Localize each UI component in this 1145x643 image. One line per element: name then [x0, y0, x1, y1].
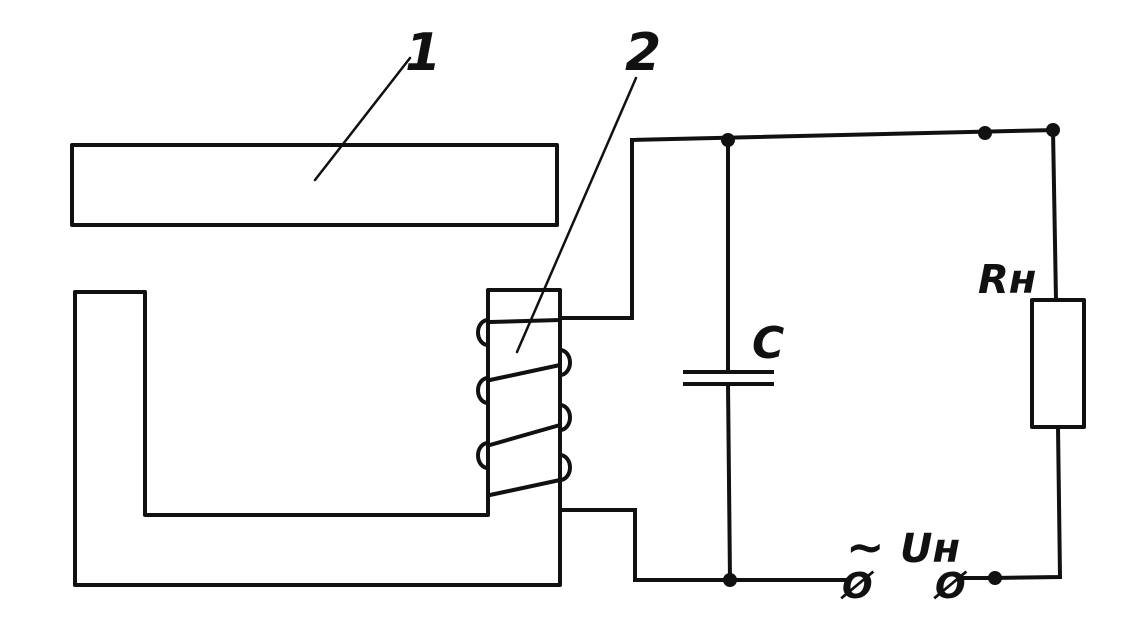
junction-dot [1046, 123, 1060, 137]
label-part-2: 2 [625, 23, 661, 83]
label-load-resistor: Rн [978, 257, 1036, 303]
resistor-lead-bottom [992, 424, 1063, 581]
wire-top [558, 127, 1058, 320]
leader-line-part-1 [313, 56, 412, 182]
armature-bar [70, 143, 559, 227]
label-capacitor: C [752, 318, 784, 369]
leader-line-part-2 [515, 76, 638, 354]
junction-dot [978, 126, 992, 140]
resistor-lead-top [1050, 127, 1059, 303]
u-shaped-core [73, 288, 562, 587]
terminal-left: Ø [840, 566, 875, 607]
coil-winding [476, 318, 572, 497]
junction-dot [723, 573, 737, 587]
capacitor-lead-bottom [725, 381, 733, 583]
junction-dot [988, 571, 1002, 585]
label-output-voltage: Uн [900, 526, 960, 572]
label-ac-symbol: ~ [846, 520, 885, 574]
wire-bottom [560, 508, 847, 582]
load-resistor [1030, 298, 1086, 429]
label-part-1: 1 [405, 23, 441, 83]
junction-dot [721, 133, 735, 147]
terminal-right: Ø [933, 566, 968, 607]
